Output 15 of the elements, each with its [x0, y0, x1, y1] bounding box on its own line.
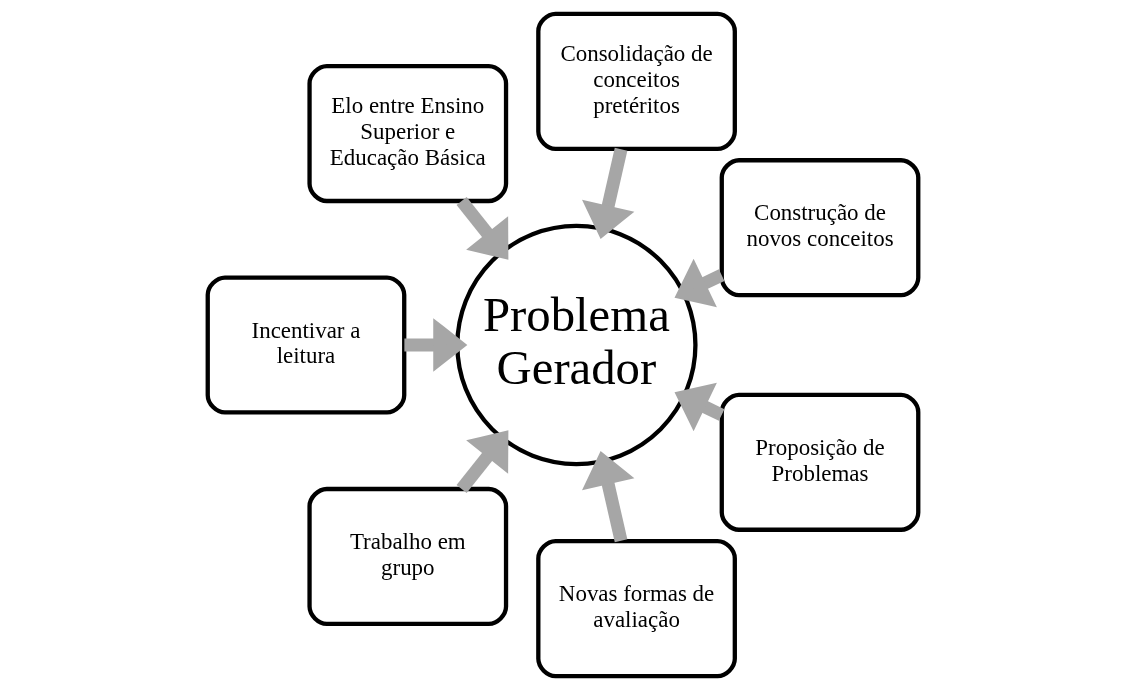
node-box: Novas formas de avaliação	[535, 539, 737, 679]
arrow	[456, 430, 508, 493]
arrow	[581, 147, 634, 239]
node-box: Construção de novos conceitos	[719, 158, 920, 298]
node-circle: Problema Gerador	[454, 223, 698, 467]
arrow	[674, 258, 724, 308]
node-box: Proposição de Problemas	[719, 392, 920, 532]
node-box: Elo entre Ensino Superior e Educação Básica	[306, 64, 508, 204]
arrow	[456, 197, 508, 260]
arrow	[581, 451, 634, 543]
node-box: Trabalho em grupo	[306, 486, 508, 626]
arrow	[403, 318, 467, 372]
node-box: Consolidação de conceitos pretéritos	[535, 11, 737, 151]
node-box: Incentivar a leitura	[205, 275, 406, 415]
arrow	[674, 382, 724, 432]
